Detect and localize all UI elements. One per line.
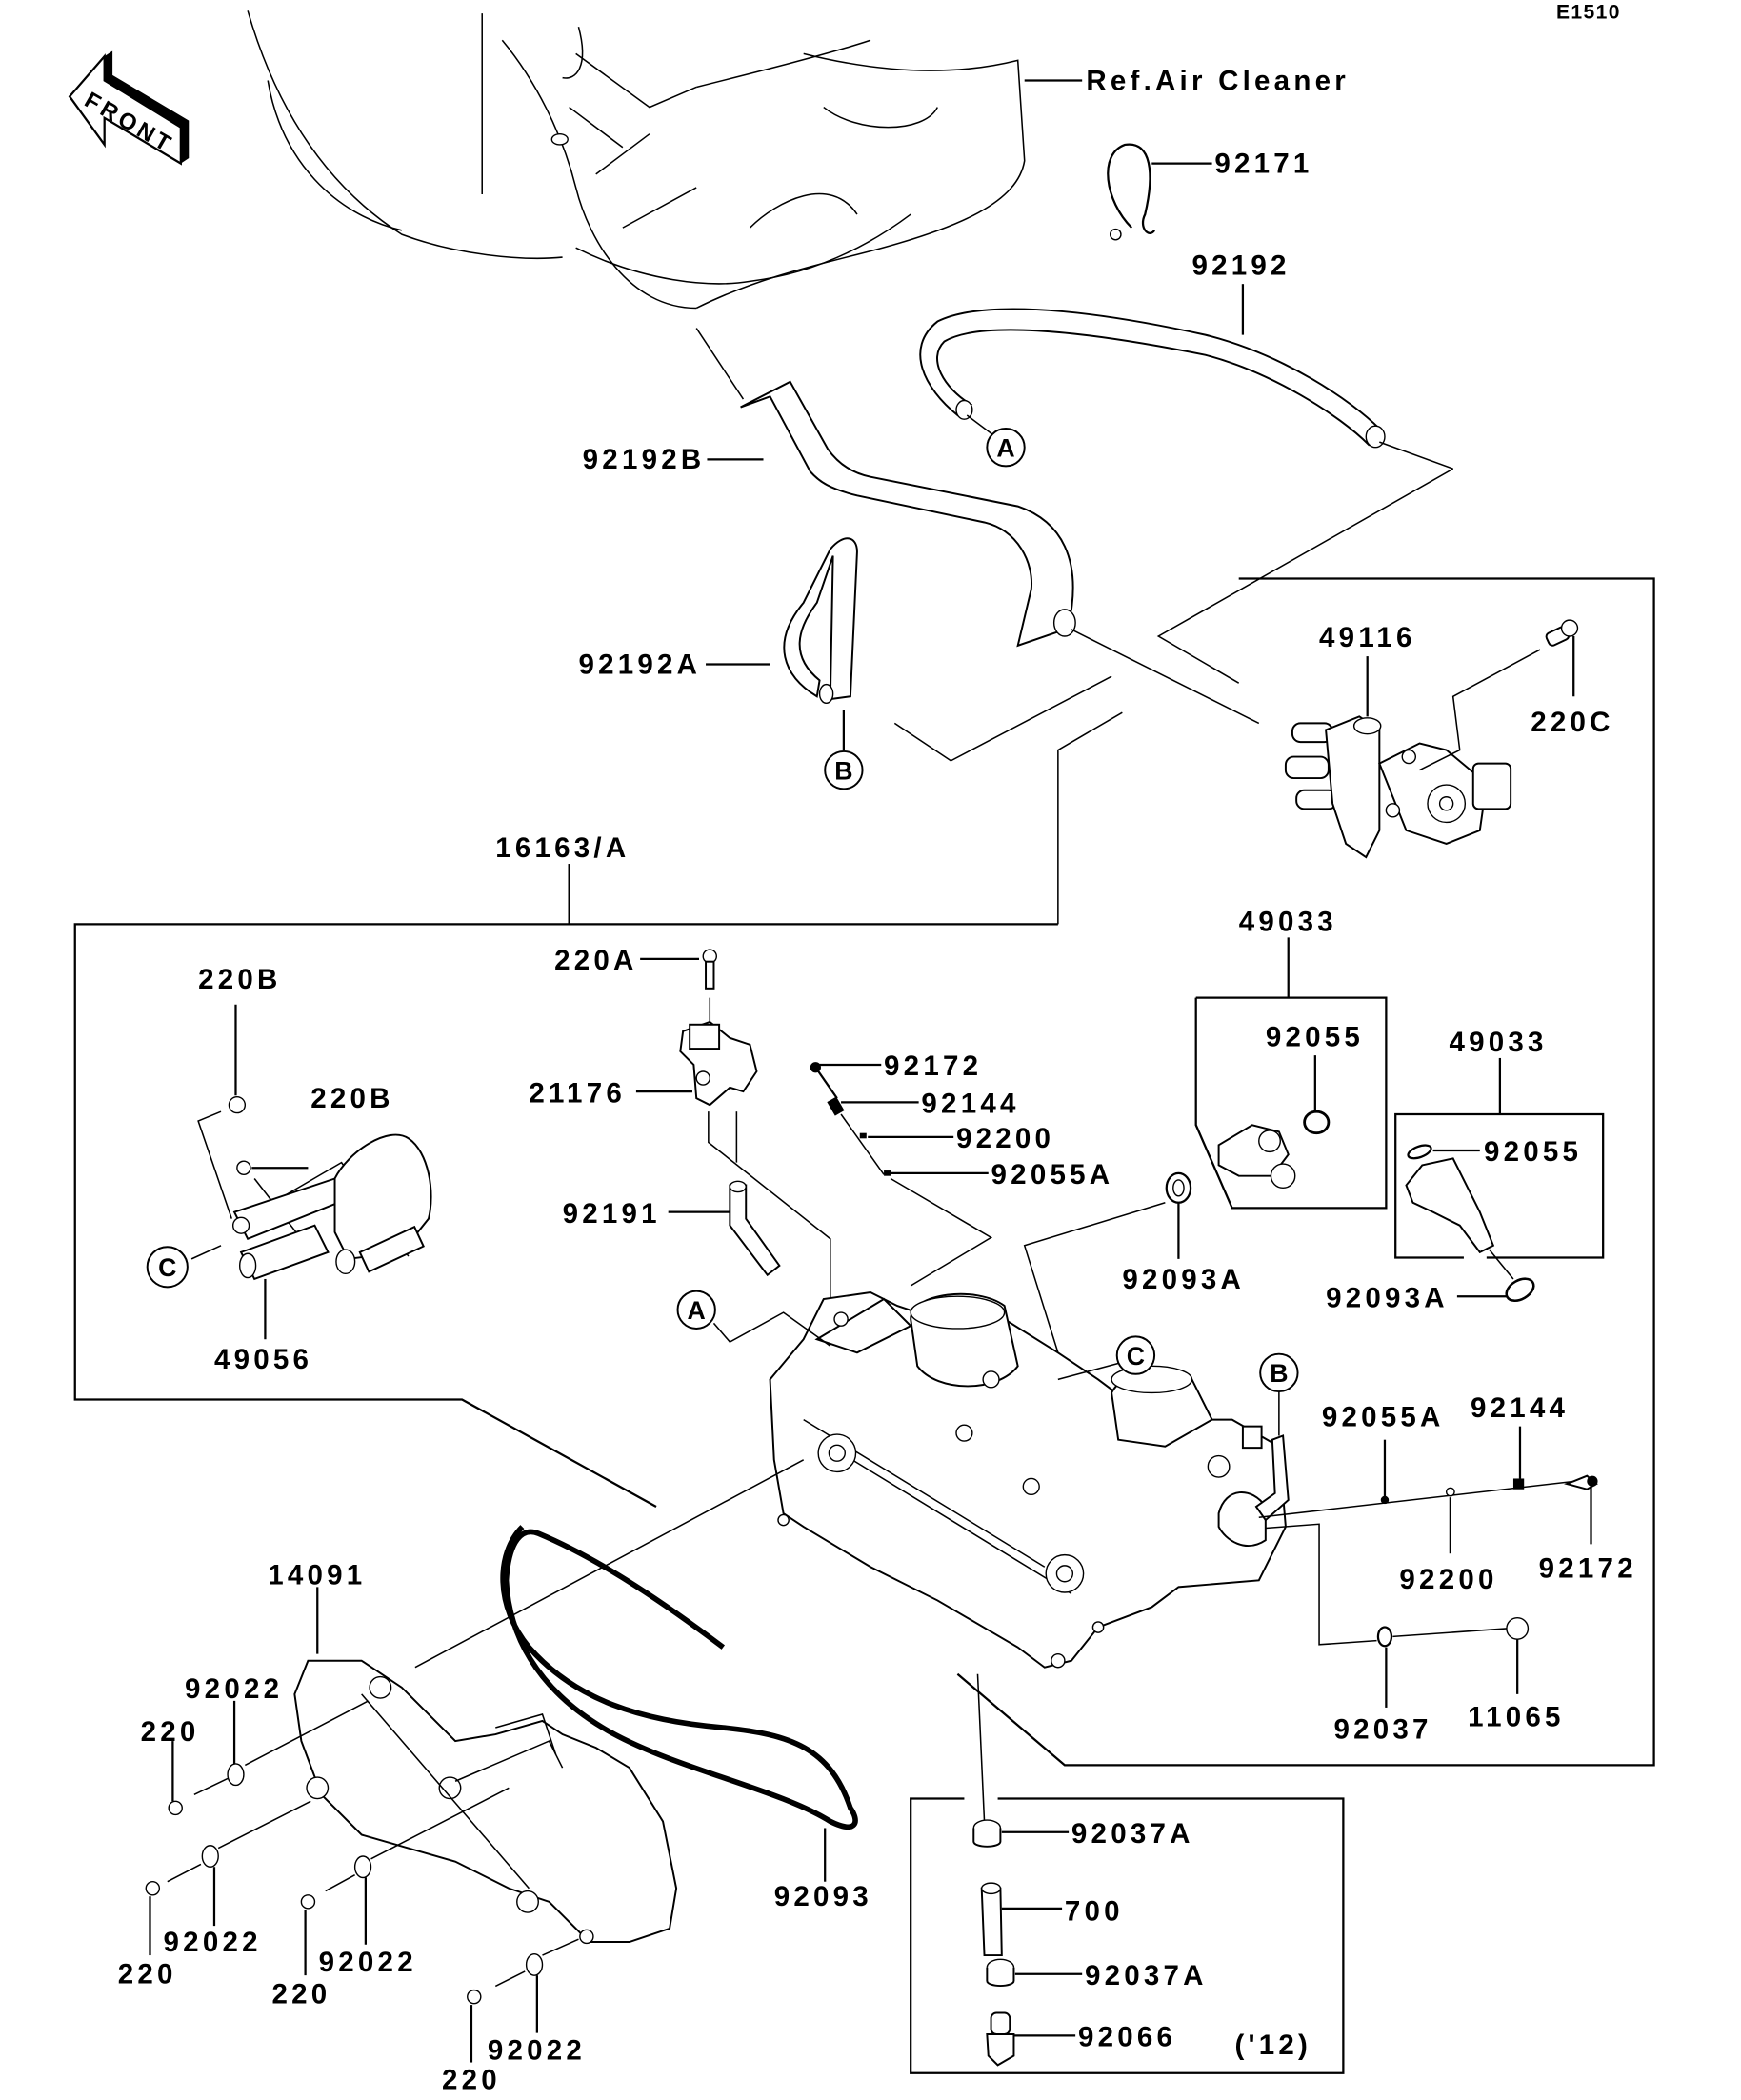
pipe-49056 <box>197 1004 432 1340</box>
part-label-49033-left: 49033 <box>1239 906 1337 937</box>
part-label-220a: 220A <box>554 945 637 976</box>
part-label-220b-mid: 220B <box>310 1083 393 1114</box>
svg-text:B: B <box>1270 1359 1288 1388</box>
part-label-92022-b: 92022 <box>164 1927 262 1958</box>
part-label-92055a-top: 92055A <box>991 1159 1114 1190</box>
part-label-92022-a: 92022 <box>185 1673 283 1705</box>
part-label-700: 700 <box>1065 1896 1124 1928</box>
part-label-92093a-right: 92093A <box>1326 1282 1449 1313</box>
part-label-92192b: 92192B <box>583 444 706 475</box>
callout-c-left: C <box>146 1245 222 1289</box>
leader-lines <box>73 441 1655 1767</box>
part-label-92037a-top: 92037A <box>1071 1818 1194 1850</box>
part-label-92171: 92171 <box>1214 148 1312 179</box>
throttle-body-16163 <box>769 1290 1290 1669</box>
part-label-220-c: 220 <box>271 1979 330 2010</box>
diagram-code: E1510 <box>1556 2 1621 24</box>
screw-stack-right <box>1258 1426 1598 1708</box>
part-label-220-a: 220 <box>141 1716 200 1748</box>
callout-b-mid: B <box>1259 1352 1299 1436</box>
part-label-92055-left: 92055 <box>1266 1021 1364 1052</box>
part-label-92172-right: 92172 <box>1539 1553 1637 1585</box>
part-label-92093: 92093 <box>774 1881 872 1912</box>
part-label-92192a: 92192A <box>578 649 701 680</box>
svg-text:B: B <box>834 756 852 785</box>
part-label-92200-top: 92200 <box>956 1123 1054 1154</box>
ref-air-cleaner-label: Ref.Air Cleaner <box>1086 65 1350 96</box>
injector-49033-left <box>1023 937 1388 1353</box>
hose-92191 <box>668 1180 781 1277</box>
part-label-11065: 11065 <box>1468 1702 1565 1733</box>
gasket-92093 <box>414 1459 858 1882</box>
svg-text:A: A <box>688 1296 706 1325</box>
part-label-92055a-right: 92055A <box>1322 1402 1445 1433</box>
bolt-220c <box>1419 619 1579 771</box>
valve-49116 <box>1284 656 1512 859</box>
clip-92171 <box>1107 143 1212 241</box>
injector-49033-right <box>1394 1057 1605 1302</box>
part-label-220-d: 220 <box>442 2065 501 2096</box>
cover-fasteners <box>145 1700 579 2063</box>
part-label-92022-d: 92022 <box>488 2035 586 2067</box>
svg-text:A: A <box>996 434 1014 463</box>
cover-14091 <box>293 1587 678 1945</box>
part-label-92191: 92191 <box>563 1198 661 1230</box>
callout-a-top: A <box>966 414 1026 468</box>
part-label-92055-right: 92055 <box>1484 1136 1582 1168</box>
part-label-92192: 92192 <box>1191 250 1290 281</box>
part-label-49116: 49116 <box>1319 622 1416 653</box>
part-label-21176: 21176 <box>529 1077 626 1109</box>
hose-kit-12 <box>910 1673 1345 2074</box>
svg-text:C: C <box>158 1253 176 1282</box>
part-label-49033-right: 49033 <box>1449 1027 1547 1058</box>
callout-a-mid: A <box>676 1290 831 1347</box>
part-label-14091: 14091 <box>268 1560 366 1591</box>
part-label-92144-top: 92144 <box>921 1089 1019 1120</box>
part-label-92037a-bottom: 92037A <box>1085 1960 1208 1991</box>
bolt-220a <box>640 949 717 1025</box>
part-label-16163a: 16163/A <box>495 832 630 864</box>
air-cleaner-housing <box>247 10 1083 310</box>
injector-screw-stack-top <box>810 1062 993 1287</box>
part-label-92172-top: 92172 <box>884 1050 982 1082</box>
part-label-220-b: 220 <box>118 1959 177 1990</box>
hose-92192 <box>919 284 1386 449</box>
hose-92192b <box>695 328 1076 648</box>
part-label-49056: 49056 <box>214 1344 312 1375</box>
part-label-220b-top: 220B <box>198 964 281 995</box>
part-label-92093a-left: 92093A <box>1122 1264 1245 1295</box>
part-label-220c: 220C <box>1531 707 1613 738</box>
part-label-92037: 92037 <box>1334 1713 1432 1745</box>
part-label-92144-right: 92144 <box>1471 1392 1569 1424</box>
callout-c-mid: C <box>1057 1335 1156 1381</box>
callout-b-top: B <box>824 750 864 790</box>
year-note: ('12) <box>1234 2030 1311 2061</box>
part-label-92066: 92066 <box>1078 2022 1176 2053</box>
part-label-92200-right: 92200 <box>1399 1564 1497 1595</box>
front-arrow-icon: FRONT <box>68 50 190 166</box>
sensor-21176 <box>635 1020 831 1313</box>
svg-text:C: C <box>1127 1342 1145 1370</box>
hose-92192a <box>706 537 858 750</box>
part-label-92022-c: 92022 <box>319 1947 417 1978</box>
